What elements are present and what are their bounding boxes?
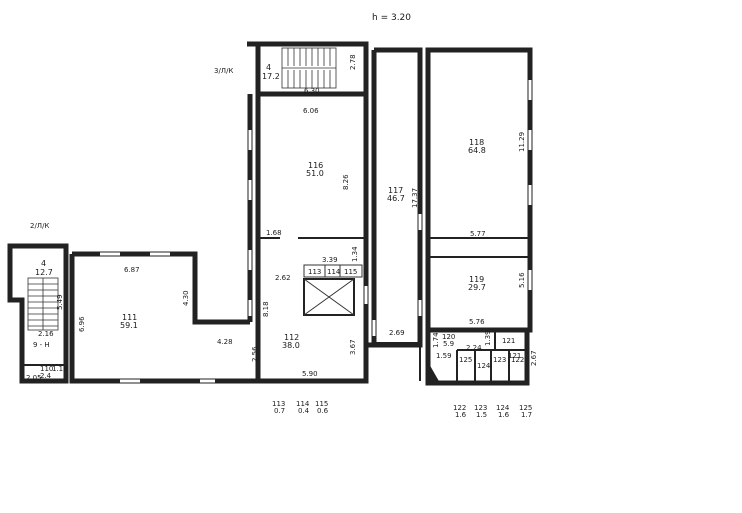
dim-2-05: 2.05 [26, 374, 42, 382]
room-111-area: 59.1 [120, 321, 138, 330]
dim-1-74: 1.74 [432, 332, 440, 348]
dim-1-34: 1.34 [351, 246, 359, 262]
room-117-area: 46.7 [387, 194, 405, 203]
legend-113-area: 0.7 [274, 407, 285, 415]
room-123-number: 123 [493, 356, 506, 364]
windows [100, 80, 532, 383]
legend-115-number: 115 [315, 400, 328, 408]
dim-4-30: 4.30 [182, 290, 190, 306]
room-110-number: 110 [40, 365, 53, 373]
room-121-short: 121 [508, 352, 521, 360]
dim-1-68: 1.68 [266, 229, 282, 237]
elevator-block [303, 264, 363, 316]
legend-125-number: 125 [519, 404, 532, 412]
dim-2-78: 2.78 [349, 54, 357, 70]
dim-1-59: 1.59 [436, 352, 452, 360]
dim-5-76: 5.76 [469, 318, 485, 326]
dim-2-69: 2.69 [389, 329, 405, 337]
corridor-mark: 9 - Н [33, 341, 50, 349]
upper-staircase [281, 47, 337, 89]
legend-114-area: 0.4 [298, 407, 310, 415]
legend-114-number: 114 [296, 400, 310, 408]
legend-small-rooms: 113 0.7 114 0.4 115 0.6 122 1.6 123 1.5 … [272, 400, 532, 419]
lower-stair-label: 2/Л/К [30, 222, 49, 230]
room-4-upper-area: 17.2 [262, 72, 280, 81]
room-117-number: 117 [388, 186, 403, 195]
dim-2-62: 2.62 [275, 274, 291, 282]
room-4-lower-area: 12.7 [35, 268, 53, 277]
room-113-number: 113 [308, 268, 321, 276]
dim-4-28: 4.28 [217, 338, 233, 346]
legend-124-number: 124 [496, 404, 510, 412]
legend-113-number: 113 [272, 400, 285, 408]
dim-2-24: 2.24 [466, 344, 482, 352]
upper-stair-label: 3/Л/К [214, 67, 233, 75]
room-124-number: 124 [477, 362, 491, 370]
dim-11-29: 11.29 [518, 132, 526, 152]
dim-5-77: 5.77 [470, 230, 486, 238]
room-114-number: 114 [327, 268, 341, 276]
room-112-number: 112 [284, 333, 299, 342]
room-119-area: 29.7 [468, 283, 486, 292]
dim-1-39: 1.39 [484, 330, 492, 346]
door-openings [248, 214, 422, 336]
dim-2-56: 2.56 [251, 346, 259, 362]
room-121-number: 121 [502, 337, 515, 345]
room-111-number: 111 [122, 313, 137, 322]
dim-6-96: 6.96 [78, 316, 86, 332]
legend-122-number: 122 [453, 404, 466, 412]
room-4-upper-number: 4 [266, 63, 271, 72]
dim-2-16: 2.16 [38, 330, 54, 338]
dim-5-49: 5.49 [56, 294, 64, 310]
dim-6-06: 6.06 [303, 107, 319, 115]
room-115-number: 115 [344, 268, 357, 276]
legend-122-area: 1.6 [455, 411, 467, 419]
room-118-number: 118 [469, 138, 484, 147]
dim-8-26: 8.26 [342, 174, 350, 190]
room-4-lower-number: 4 [41, 259, 46, 268]
dim-3-39: 3.39 [322, 256, 338, 264]
dim-8-18: 8.18 [262, 301, 270, 317]
room-116-area: 51.0 [306, 169, 324, 178]
dim-5-16: 5.16 [518, 272, 526, 288]
legend-115-area: 0.6 [317, 407, 329, 415]
dim-1-18: 1.18 [52, 365, 68, 373]
room-125-number: 125 [459, 356, 472, 364]
room-120-area: 5.9 [443, 340, 454, 348]
dim-3-67: 3.67 [349, 339, 357, 355]
room-110-area: 2.4 [40, 372, 52, 380]
legend-123-area: 1.5 [476, 411, 487, 419]
room-116-number: 116 [308, 161, 323, 170]
vent-shaft-marker [428, 362, 440, 383]
room-118-area: 64.8 [468, 146, 486, 155]
dim-6-30: 6.30 [304, 87, 320, 95]
dim-5-90: 5.90 [302, 370, 318, 378]
dim-2-67: 2.67 [530, 350, 538, 366]
dim-17-37: 17.37 [411, 188, 419, 208]
legend-125-area: 1.7 [521, 411, 532, 419]
dim-6-87: 6.87 [124, 266, 140, 274]
legend-124-area: 1.6 [498, 411, 510, 419]
legend-123-number: 123 [474, 404, 487, 412]
room-119-number: 119 [469, 275, 484, 284]
height-label: h = 3.20 [372, 13, 411, 23]
interior-partitions [22, 237, 530, 383]
room-112-area: 38.0 [282, 341, 300, 350]
room-122-number: 122 [511, 356, 524, 364]
room-120-number: 120 [442, 333, 455, 341]
lower-staircase [27, 277, 59, 331]
